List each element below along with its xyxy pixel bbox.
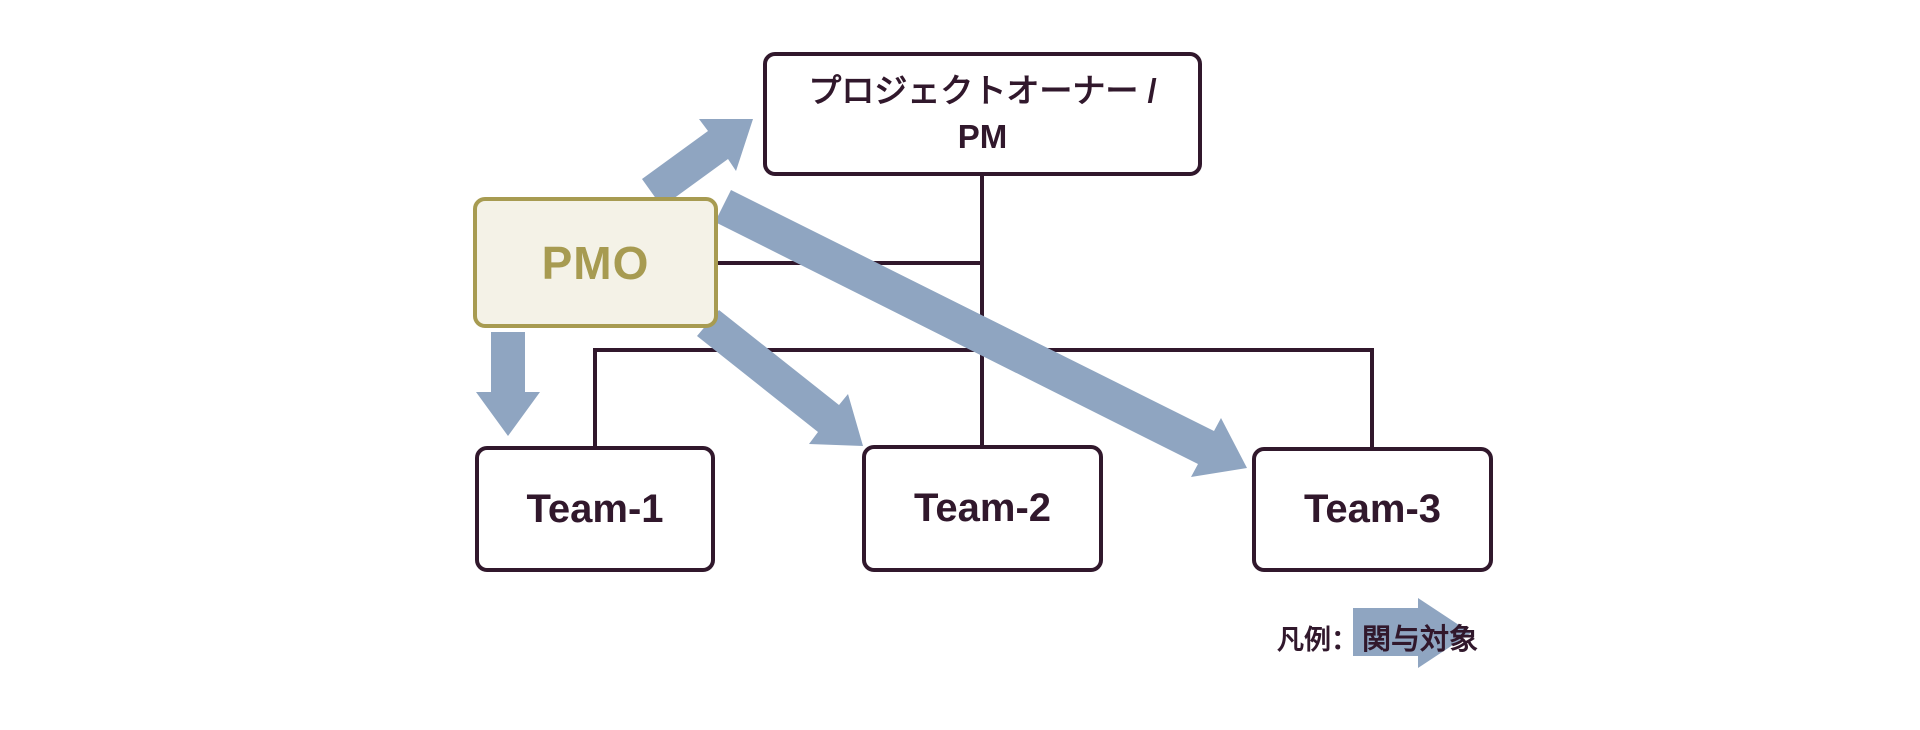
- node-label: PMO: [541, 236, 650, 289]
- node-label: Team-1: [526, 486, 664, 531]
- node-label: PM: [957, 118, 1008, 155]
- legend: 凡例： 関与対象: [1277, 592, 1497, 680]
- arrow-pmo-to-team2: [697, 310, 863, 446]
- arrow-pmo-to-team3: [715, 190, 1247, 477]
- involvement-arrows: [476, 119, 1247, 477]
- node-label: Team-3: [1303, 487, 1442, 531]
- legend-arrow-label: 関与対象: [1362, 624, 1479, 656]
- node-team-3: Team-3: [1252, 447, 1493, 572]
- node-team-1: Team-1: [475, 446, 715, 572]
- node-team-2: Team-2: [862, 445, 1103, 572]
- legend-prefix-label: 凡例：: [1277, 625, 1358, 655]
- right-block-arrow-shape: [1353, 598, 1471, 668]
- node-label: プロジェクトオーナー /: [808, 72, 1157, 109]
- node-pmo: PMO: [473, 197, 718, 328]
- involvement-arrow-icon: [1353, 598, 1471, 668]
- node-project-owner-pm: プロジェクトオーナー / PM: [763, 52, 1202, 176]
- arrow-pmo-to-team1: [476, 332, 540, 436]
- node-label: Team-2: [913, 486, 1052, 530]
- arrow-pmo-to-pm: [642, 119, 753, 207]
